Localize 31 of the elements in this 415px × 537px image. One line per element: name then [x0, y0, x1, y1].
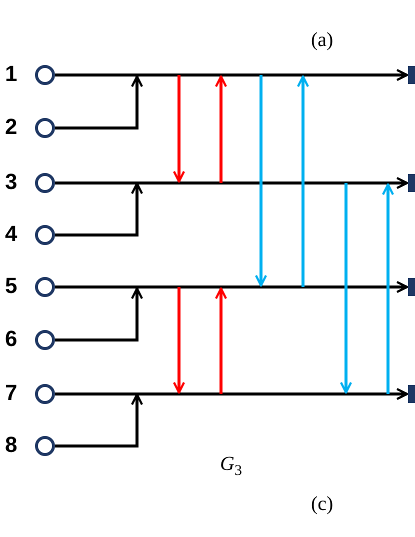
branch-arrow: [55, 182, 144, 236]
input-port-circle: [35, 330, 55, 350]
signal-line: [55, 68, 408, 82]
port-number: 1: [5, 62, 18, 86]
signal-line: [55, 176, 408, 190]
port-number: 8: [5, 433, 18, 457]
port-number: 2: [5, 115, 18, 139]
branch-arrow: [55, 393, 144, 448]
port-number: 3: [5, 170, 18, 194]
input-port-circle: [35, 436, 55, 456]
port-number: 4: [5, 222, 18, 246]
input-port-circle: [35, 277, 55, 297]
output-port-box: [408, 66, 415, 84]
input-port-circle: [35, 118, 55, 138]
port-number: 7: [5, 381, 18, 405]
input-port-circle: [35, 384, 55, 404]
graph-label: G$_{3}$: [220, 452, 242, 481]
output-port-box: [408, 385, 415, 403]
branch-arrow: [55, 287, 144, 342]
panel-label: (c): [311, 492, 334, 516]
input-port-circle: [35, 225, 55, 245]
port-number: 5: [5, 274, 18, 298]
input-port-circle: [35, 173, 55, 193]
branch-arrow: [55, 75, 144, 130]
panel-label: (a): [311, 28, 334, 52]
signal-line: [55, 388, 408, 400]
output-port-box: [408, 174, 415, 192]
signal-line: [55, 280, 408, 294]
port-number: 6: [5, 327, 18, 351]
output-port-box: [408, 278, 415, 296]
input-port-circle: [35, 65, 55, 85]
